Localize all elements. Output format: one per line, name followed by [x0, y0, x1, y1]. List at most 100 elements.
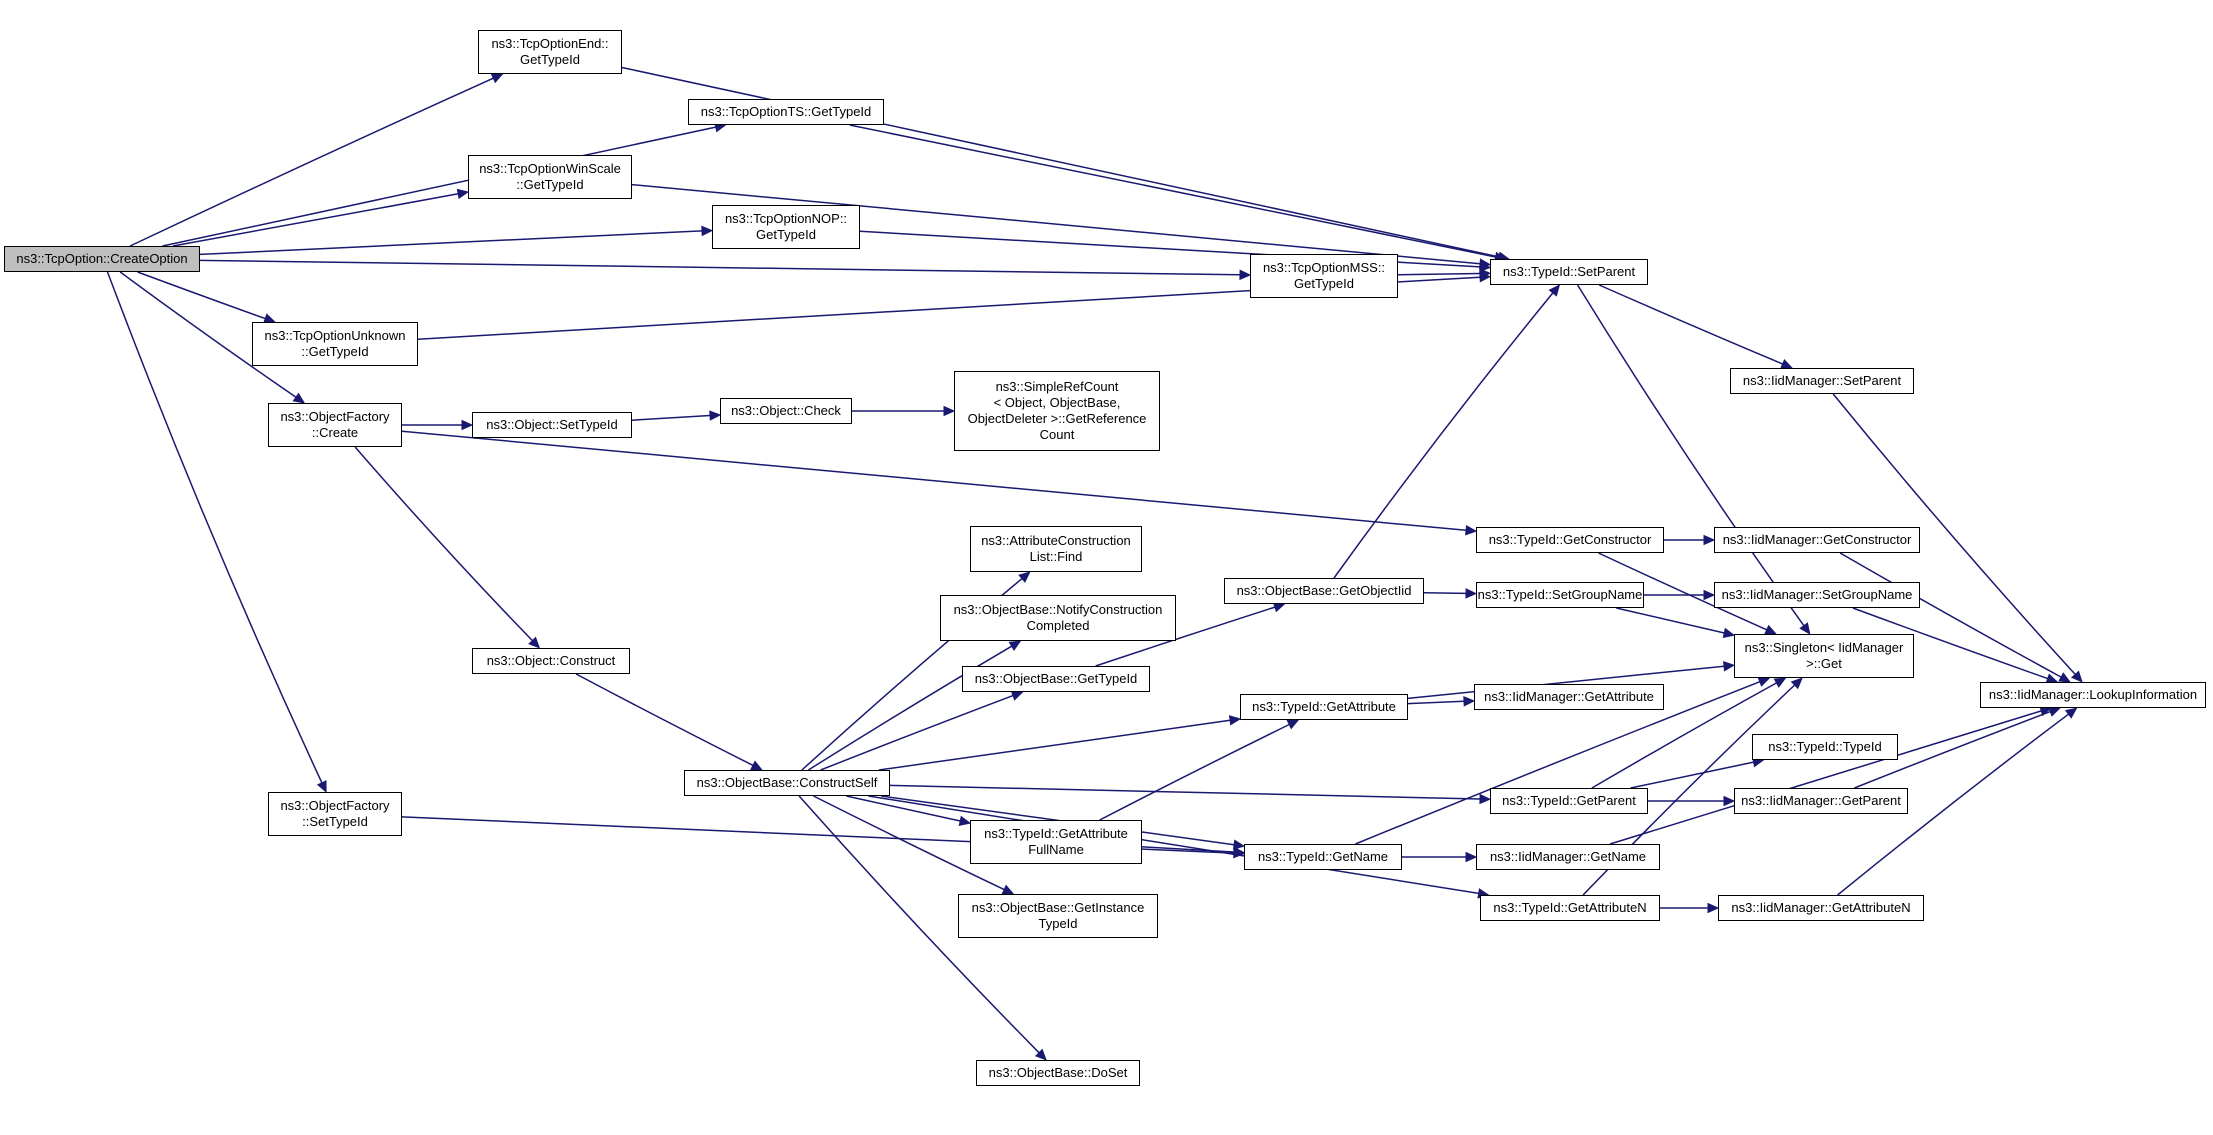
node-label-line: GetTypeId [756, 227, 816, 242]
arrowhead-tgname-to-ign [1465, 851, 1478, 863]
node-objchk[interactable]: ns3::Object::Check [720, 398, 852, 424]
node-label-line: ns3::IidManager::GetConstructor [1722, 532, 1912, 547]
node-label-line: ns3::SimpleRefCount [995, 379, 1119, 394]
node-label-line: ns3::ObjectBase::NotifyConstruction [953, 602, 1163, 617]
node-ts[interactable]: ns3::TcpOptionTS::GetTypeId [688, 99, 884, 125]
node-igc[interactable]: ns3::IidManager::GetConstructor [1714, 527, 1920, 553]
node-unk[interactable]: ns3::TcpOptionUnknown::GetTypeId [252, 322, 418, 366]
node-igattr[interactable]: ns3::IidManager::GetAttribute [1474, 684, 1664, 710]
node-nop[interactable]: ns3::TcpOptionNOP::GetTypeId [712, 205, 860, 249]
arrowhead-objcons-to-cself [750, 760, 763, 771]
node-label-line: >::Get [1806, 656, 1842, 671]
node-tgc[interactable]: ns3::TypeId::GetConstructor [1476, 527, 1664, 553]
arrowhead-cself-to-doset [1034, 1048, 1047, 1061]
node-label-line: ns3::ObjectFactory [280, 798, 390, 813]
node-ttid[interactable]: ns3::TypeId::TypeId [1752, 734, 1898, 760]
node-label-line: ns3::ObjectBase::ConstructSelf [696, 775, 878, 790]
node-label-line: List::Find [1029, 549, 1083, 564]
node-label-line: ns3::TcpOptionWinScale [479, 161, 621, 176]
node-label-line: ns3::IidManager::LookupInformation [1988, 687, 2198, 702]
arrowhead-tgc-to-singleton [1764, 624, 1778, 635]
node-lookup[interactable]: ns3::IidManager::LookupInformation [1980, 682, 2206, 708]
node-objset[interactable]: ns3::Object::SetTypeId [472, 412, 632, 438]
node-ofs[interactable]: ns3::ObjectFactory::SetTypeId [268, 792, 402, 836]
edge-obgt-to-getoid [1095, 606, 1276, 667]
edge-root-to-ts [162, 126, 716, 247]
arrowhead-root-to-ofc [292, 392, 306, 404]
node-igan[interactable]: ns3::IidManager::GetAttributeN [1718, 895, 1924, 921]
edge-mss-to-setparent [1397, 272, 1481, 276]
arrowhead-getoid-to-tsgn [1465, 588, 1478, 599]
arrowhead-igc-to-lookup [2058, 672, 2071, 683]
arrowhead-tsgn-to-singleton [1722, 627, 1736, 638]
node-getoid[interactable]: ns3::ObjectBase::GetObjectIid [1224, 578, 1424, 604]
node-label-line: ns3::ObjectBase::GetTypeId [974, 671, 1138, 686]
node-label-line: GetTypeId [1294, 276, 1354, 291]
arrowhead-igan-to-lookup [2064, 707, 2078, 719]
edge-igan-to-lookup [1837, 713, 2069, 896]
node-obgt[interactable]: ns3::ObjectBase::GetTypeId [962, 666, 1150, 692]
node-end[interactable]: ns3::TcpOptionEnd::GetTypeId [478, 30, 622, 74]
arrowhead-cself-to-notify [1008, 640, 1022, 652]
node-ofc[interactable]: ns3::ObjectFactory::Create [268, 403, 402, 447]
node-singleton[interactable]: ns3::Singleton< IidManager>::Get [1734, 634, 1914, 678]
node-label-line: ns3::TypeId::TypeId [1768, 739, 1882, 754]
node-label-line: FullName [1028, 842, 1084, 857]
edge-cself-to-notify [808, 645, 1013, 771]
node-objcons[interactable]: ns3::Object::Construct [472, 648, 630, 674]
edge-cself-to-tgafn [846, 795, 961, 822]
node-label-line: ns3::ObjectBase::DoSet [988, 1065, 1128, 1080]
node-ign[interactable]: ns3::IidManager::GetName [1476, 844, 1660, 870]
node-label-line: ns3::IidManager::GetParent [1741, 793, 1901, 808]
node-label-line: Count [1039, 427, 1075, 442]
arrowhead-cself-to-acl [1018, 571, 1031, 583]
edge-cself-to-obgt [820, 694, 1014, 771]
edge-ofc-to-objcons [354, 446, 533, 642]
arrowhead-tgc-to-igc [1703, 534, 1716, 546]
node-ws[interactable]: ns3::TcpOptionWinScale::GetTypeId [468, 155, 632, 199]
node-tgname[interactable]: ns3::TypeId::GetName [1244, 844, 1402, 870]
node-igp[interactable]: ns3::IidManager::GetParent [1734, 788, 1908, 814]
edge-setparent-to-isp [1598, 284, 1783, 365]
arrowhead-objchk-to-simpleref [943, 405, 956, 417]
edge-objcons-to-cself [575, 673, 754, 767]
node-isp[interactable]: ns3::IidManager::SetParent [1730, 368, 1914, 394]
node-tgan[interactable]: ns3::TypeId::GetAttributeN [1480, 895, 1660, 921]
edge-objset-to-objchk [631, 414, 711, 421]
arrowhead-root-to-end [490, 73, 504, 84]
node-doset[interactable]: ns3::ObjectBase::DoSet [976, 1060, 1140, 1086]
arrowhead-obgt-to-getoid [1272, 602, 1286, 613]
node-mss[interactable]: ns3::TcpOptionMSS::GetTypeId [1250, 254, 1398, 298]
node-tga[interactable]: ns3::TypeId::GetAttribute [1240, 694, 1408, 720]
edge-cself-to-tgp [889, 784, 1481, 800]
arrowhead-tsgn-to-isgn [1703, 589, 1716, 601]
arrowhead-tgafn-to-tgname [1233, 846, 1246, 858]
node-cself[interactable]: ns3::ObjectBase::ConstructSelf [684, 770, 890, 796]
arrowhead-root-to-ofs [316, 780, 327, 794]
node-label-line: ns3::TcpOptionMSS:: [1262, 260, 1386, 275]
node-label-line: ns3::ObjectBase::GetInstance [971, 900, 1145, 915]
edge-tgp-to-ttid [1630, 761, 1754, 789]
edge-isp-to-lookup [1832, 393, 2076, 675]
edge-setparent-to-singleton [1576, 284, 1805, 627]
node-tsgn[interactable]: ns3::TypeId::SetGroupName [1476, 582, 1644, 608]
edge-root-to-ofc [119, 271, 297, 398]
edge-root-to-end [129, 77, 494, 247]
node-setparent[interactable]: ns3::TypeId::SetParent [1490, 259, 1648, 285]
node-root[interactable]: ns3::TcpOption::CreateOption [4, 246, 200, 272]
edge-tgafn-to-tga [1099, 723, 1290, 821]
node-label-line: < Object, ObjectBase, [993, 395, 1121, 410]
node-tgp[interactable]: ns3::TypeId::GetParent [1490, 788, 1648, 814]
node-label-line: GetTypeId [520, 52, 580, 67]
arrowhead-cself-to-tga [1228, 715, 1242, 726]
node-isgn[interactable]: ns3::IidManager::SetGroupName [1714, 582, 1920, 608]
arrowhead-tgafn-to-tga [1286, 719, 1300, 730]
node-label-line: ns3::TypeId::GetAttribute [984, 826, 1128, 841]
node-simpleref[interactable]: ns3::SimpleRefCount< Object, ObjectBase,… [954, 371, 1160, 451]
arrowhead-root-to-ws [456, 188, 470, 200]
node-label-line: ns3::TcpOptionEnd:: [491, 36, 609, 51]
